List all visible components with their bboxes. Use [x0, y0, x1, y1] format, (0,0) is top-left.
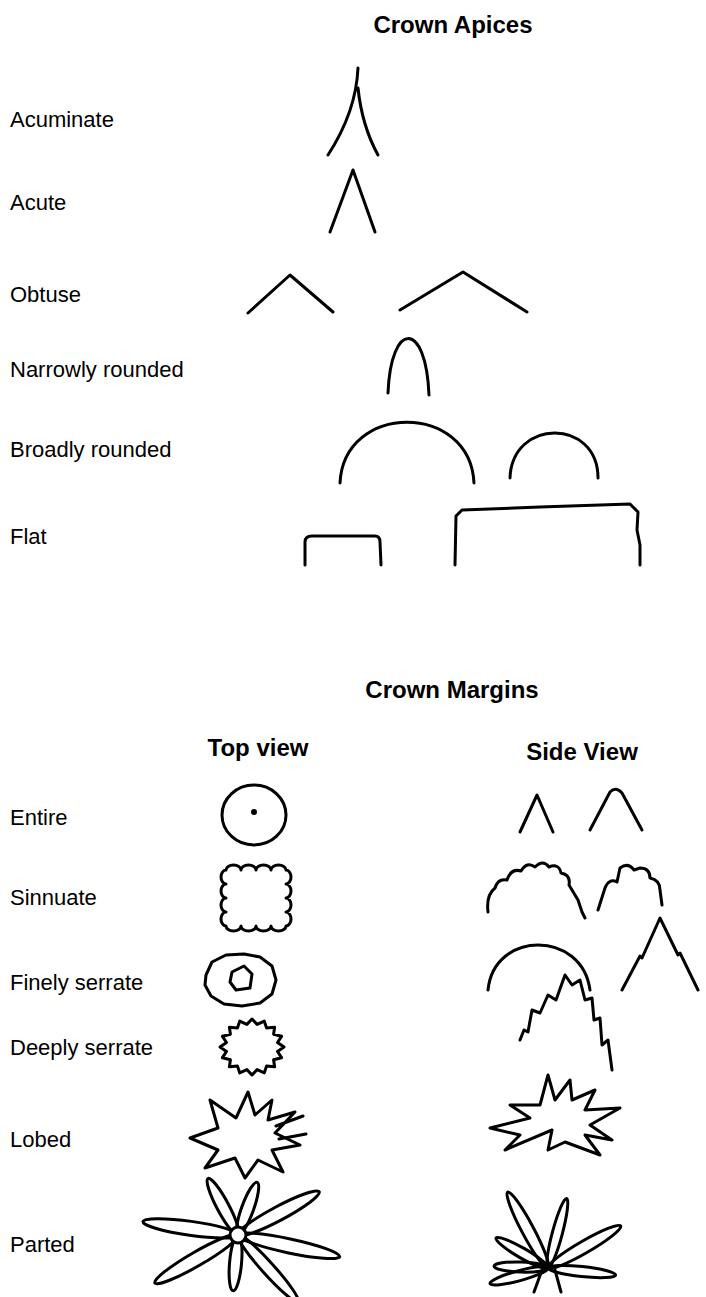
finely-serrate-side	[488, 918, 698, 990]
deeply-serrate-side	[520, 975, 612, 1070]
flat-apex	[305, 504, 640, 565]
section-heading: Crown Apices	[373, 11, 532, 40]
shape-name: Broadly rounded	[10, 437, 171, 463]
sinnuate-top	[221, 865, 291, 931]
acuminate-apex	[328, 68, 378, 155]
lobed-top	[190, 1092, 306, 1178]
shape-name: Obtuse	[10, 282, 81, 308]
shape-name: Acuminate	[10, 107, 114, 133]
lobed-side	[490, 1075, 620, 1155]
deeply-serrate-top	[220, 1019, 284, 1075]
parted-top	[142, 1176, 341, 1297]
shape-name: Entire	[10, 805, 67, 831]
section-heading: Crown Margins	[365, 676, 538, 705]
obtuse-apex	[248, 272, 527, 313]
shape-name: Narrowly rounded	[10, 357, 184, 383]
shape-name: Sinnuate	[10, 885, 97, 911]
narrowly-rounded-apex	[388, 338, 429, 395]
finely-serrate-top	[205, 954, 276, 1006]
shape-name: Lobed	[10, 1127, 71, 1153]
shape-name: Acute	[10, 190, 66, 216]
shape-name: Deeply serrate	[10, 1035, 153, 1061]
acute-apex	[330, 170, 375, 232]
shape-name: Finely serrate	[10, 970, 143, 996]
entire-top	[222, 785, 286, 845]
column-heading: Side View	[526, 738, 638, 767]
entire-side	[520, 789, 642, 832]
parted-side	[489, 1189, 624, 1292]
column-heading: Top view	[208, 734, 309, 763]
sinnuate-side	[488, 863, 662, 918]
shape-name: Flat	[10, 524, 47, 550]
broadly-rounded-apex	[340, 422, 598, 483]
shape-name: Parted	[10, 1232, 75, 1258]
